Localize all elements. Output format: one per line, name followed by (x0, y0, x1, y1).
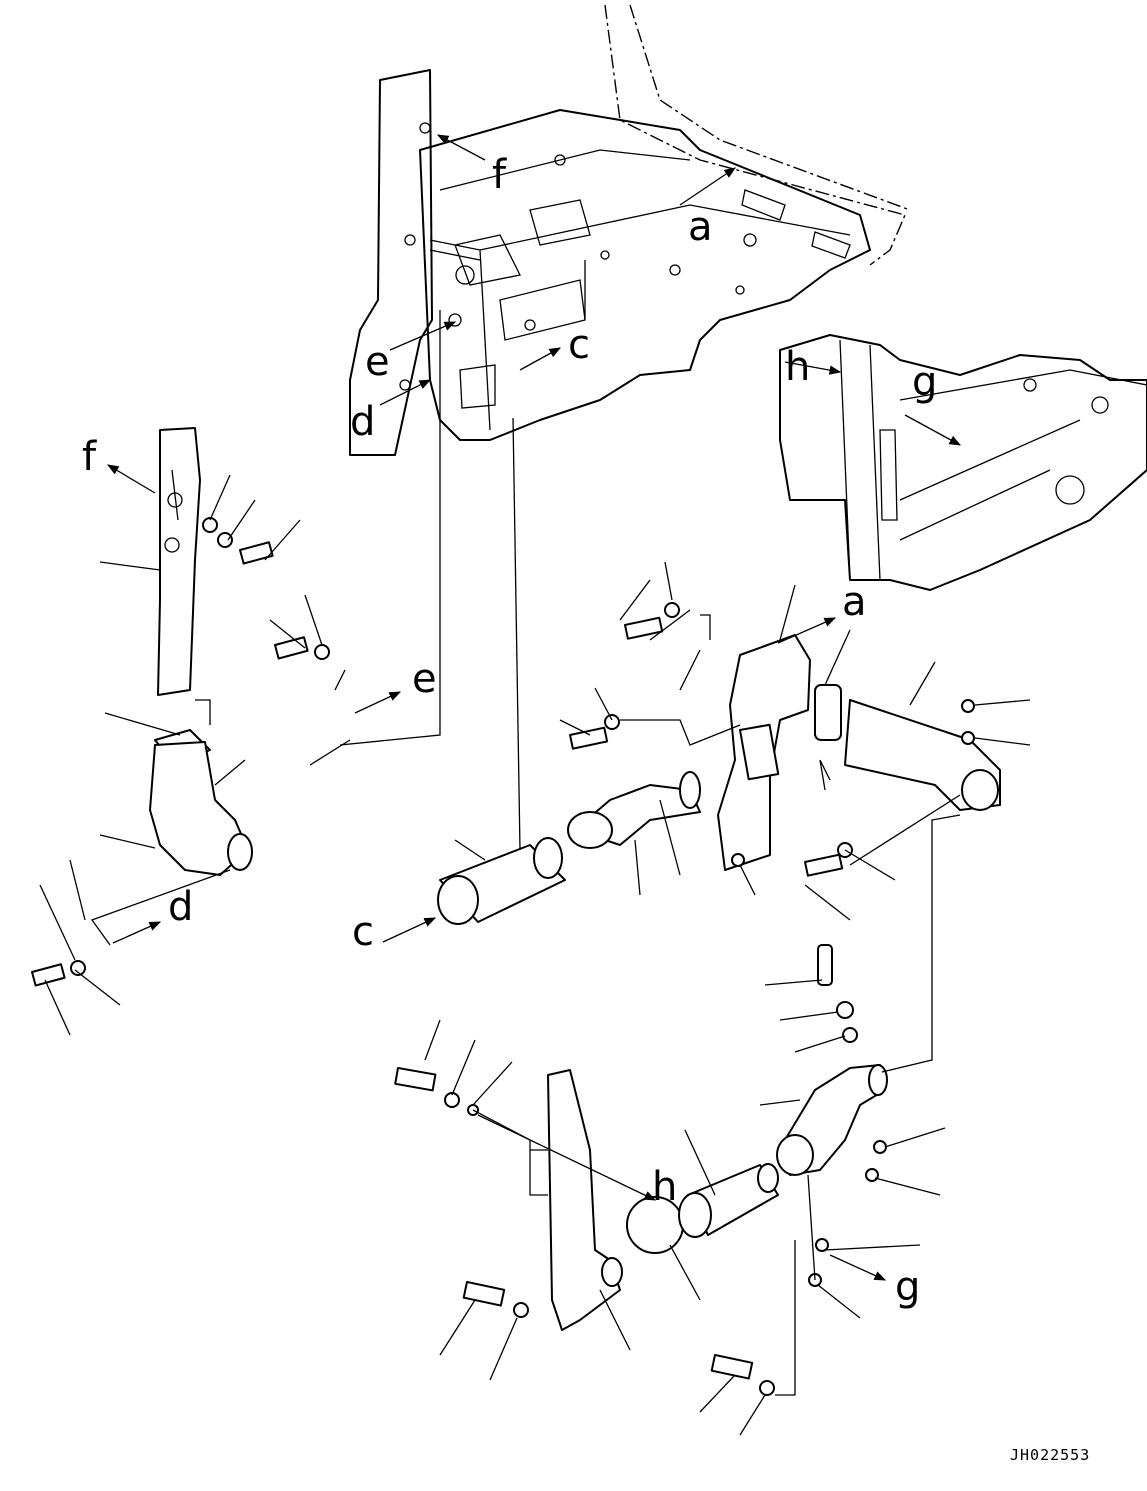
duct-riser-center (717, 634, 811, 871)
duct-elbow-lower (776, 1064, 888, 1176)
fastener-set-lower (394, 1067, 887, 1396)
fastener-set-left (30, 517, 330, 987)
duct-elbow-left (149, 741, 253, 876)
callout-c-lower: c (352, 909, 374, 955)
fastener-set-center (568, 602, 975, 1043)
side-frame-assembly (779, 334, 1147, 591)
cab-frame-assembly (349, 4, 911, 456)
callout-g-upper: g (912, 359, 937, 405)
callout-g-lower: g (895, 1264, 920, 1310)
callout-f-lower: f (82, 434, 97, 480)
callout-d-lower: d (168, 884, 193, 930)
duct-horizontal-right (844, 699, 1001, 811)
duct-tube-lower (678, 1163, 779, 1238)
callout-e-upper: e (365, 339, 390, 385)
drawing-code: JH022553 (1010, 1446, 1090, 1464)
callout-h-upper: h (785, 344, 810, 390)
duct-bend-center (567, 771, 701, 849)
callout-c-upper: c (568, 322, 590, 368)
leader-lines-lower (424, 814, 961, 1436)
callout-a-lower: a (842, 579, 867, 625)
callout-f-upper: f (492, 152, 507, 198)
leader-lines-center (454, 260, 1031, 921)
callout-h-lower: h (652, 1164, 677, 1210)
callout-d-upper: d (350, 399, 375, 445)
callout-a-upper: a (688, 204, 713, 250)
duct-bracket-lower (547, 1069, 623, 1331)
callout-arrows (106, 134, 962, 1281)
leader-lines-left (39, 310, 441, 1036)
callout-labels: f a e c d h g f e d c a h g (82, 152, 937, 1310)
gasket-center (814, 684, 842, 741)
duct-upper-left (157, 427, 201, 696)
duct-straight-center (437, 837, 566, 925)
callout-e-lower: e (412, 656, 437, 702)
